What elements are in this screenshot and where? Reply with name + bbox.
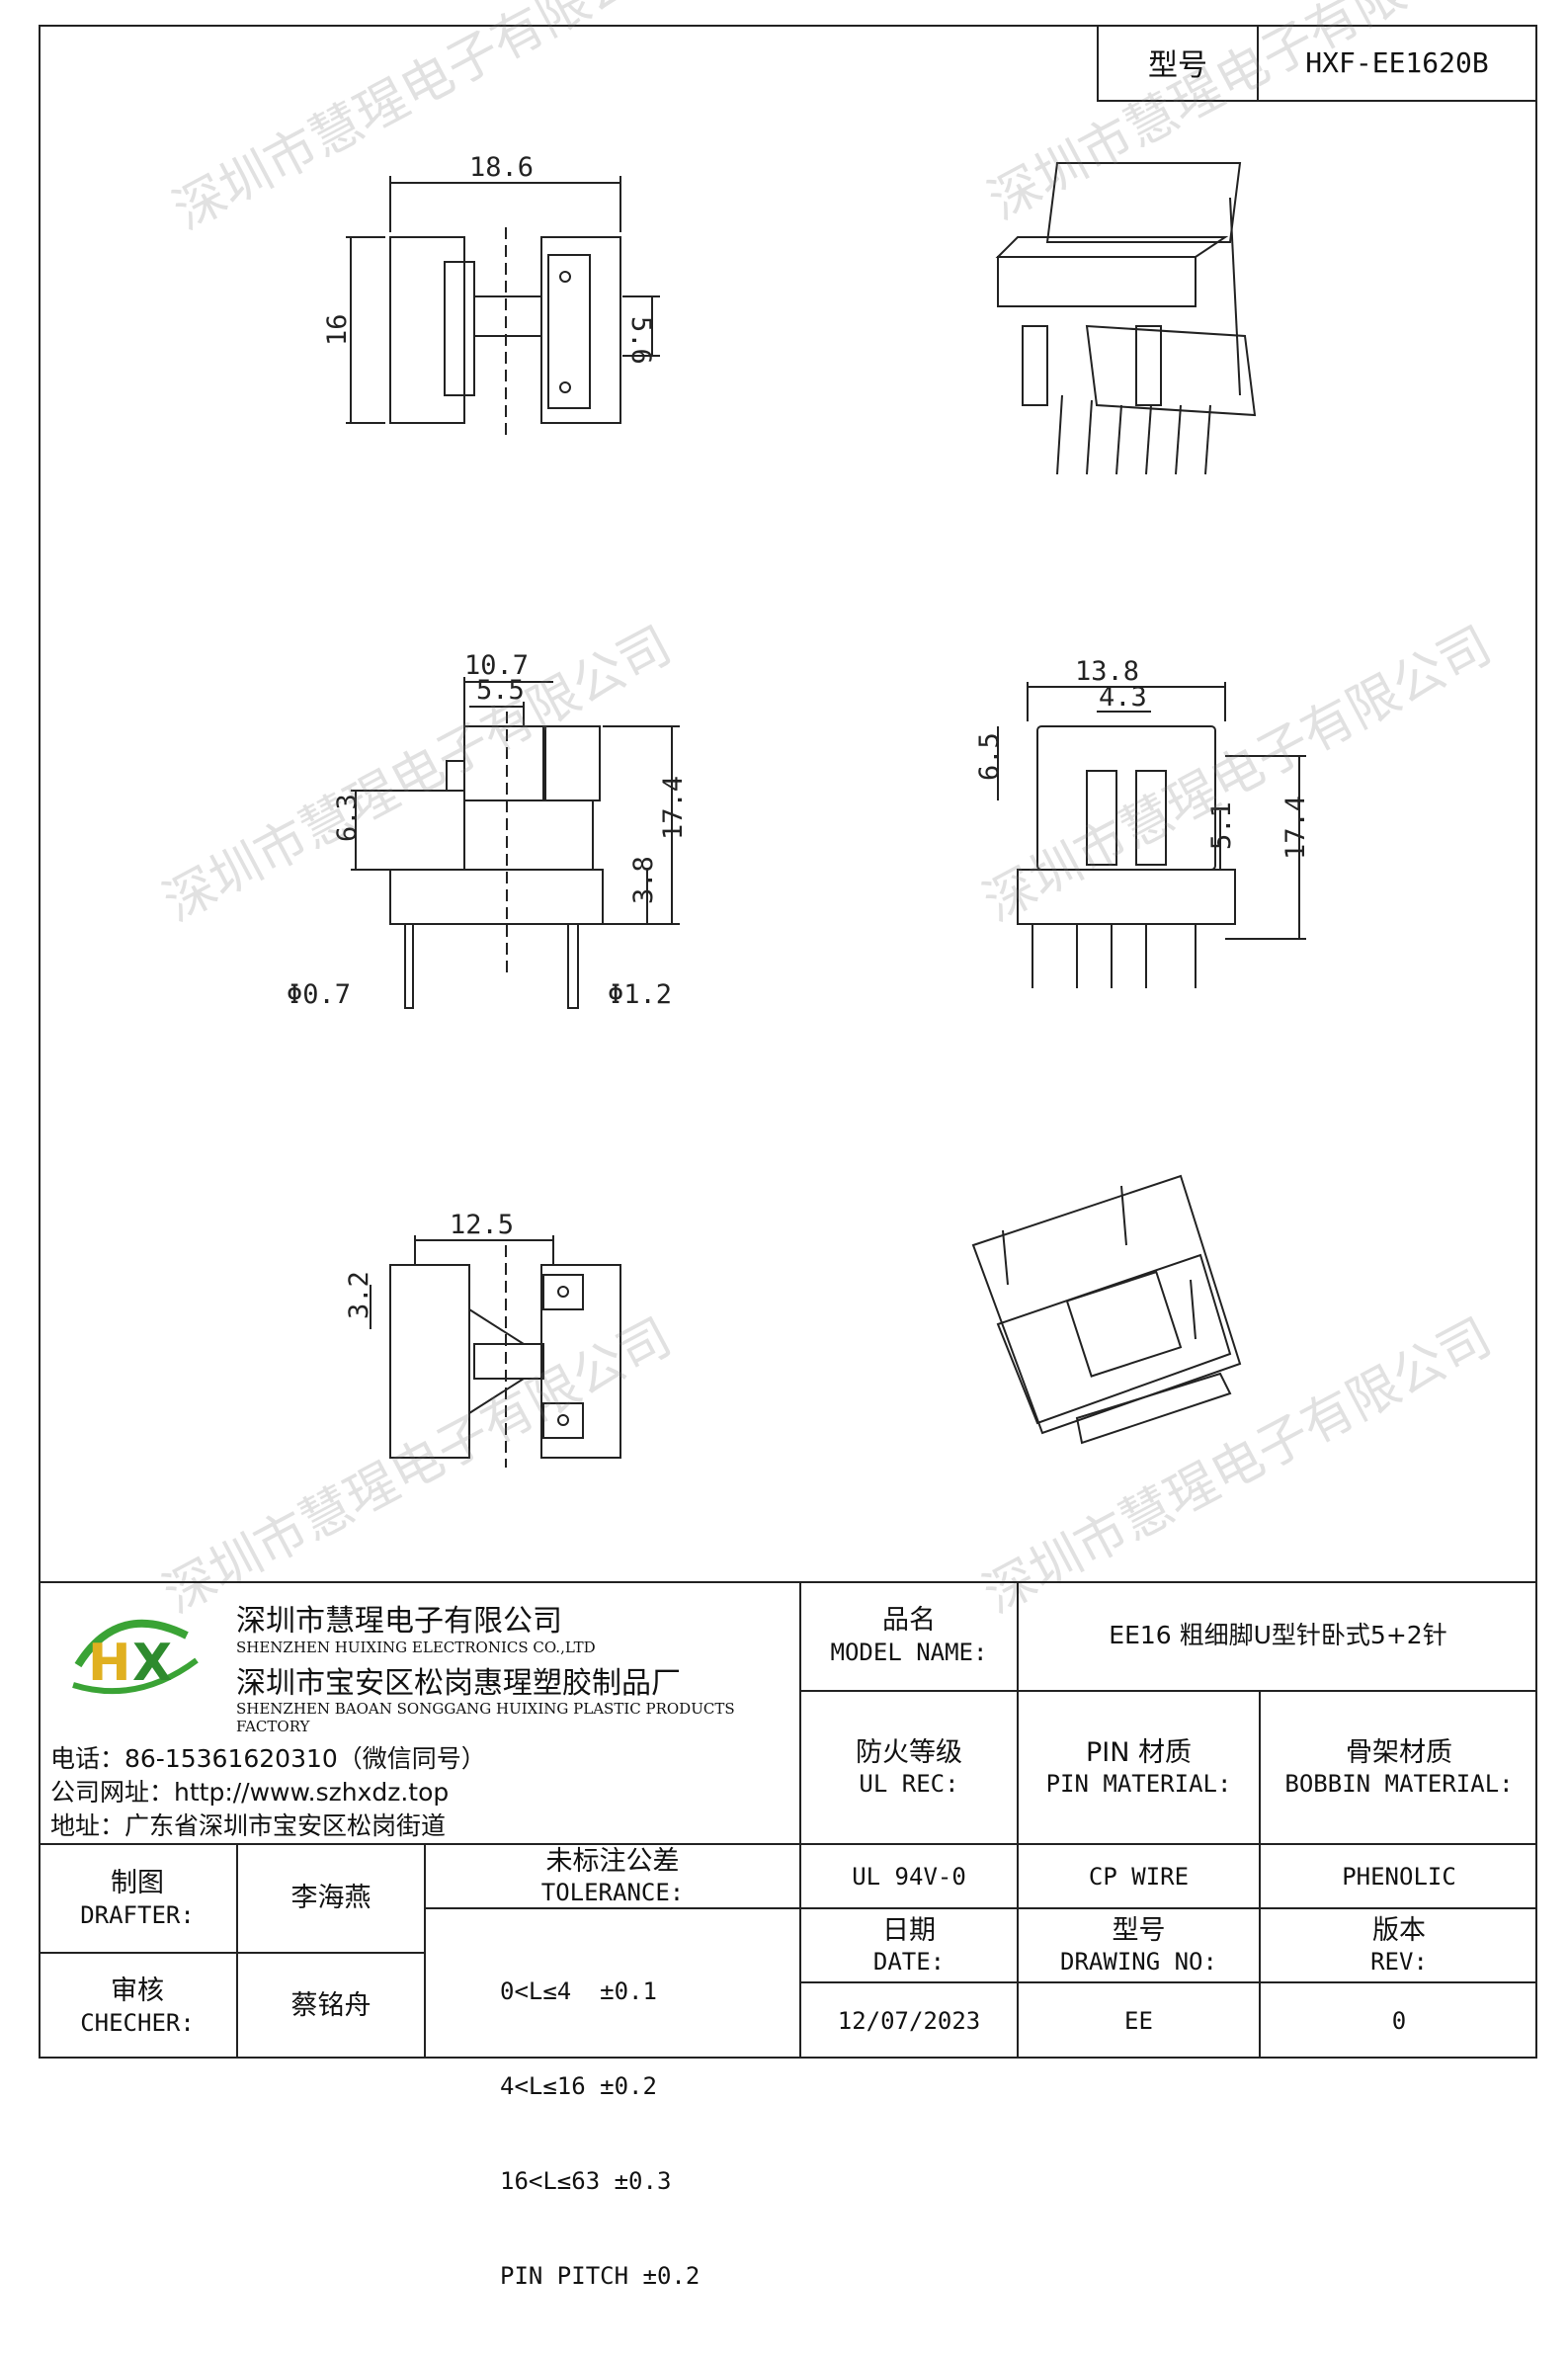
rev-en: REV: — [1370, 1948, 1428, 1977]
pin-material-label: PIN 材质 PIN MATERIAL: — [1019, 1692, 1259, 1843]
grid-line — [424, 1907, 799, 1909]
tolerance-row: PIN PITCH ±0.2 — [500, 2262, 701, 2290]
bobbin-cn: 骨架材质 — [1346, 1736, 1452, 1768]
drawing-cn: 型号 — [1112, 1914, 1166, 1946]
model-name-value: EE16 粗细脚U型针卧式5+2针 — [1109, 1621, 1447, 1650]
view-isometric-top — [995, 162, 1257, 475]
tolerance-row: 16<L≤63 ±0.3 — [500, 2167, 672, 2195]
logo-h: H — [88, 1634, 131, 1693]
model-name-label: 品名 MODEL NAME: — [801, 1581, 1017, 1690]
pin-cn: PIN 材质 — [1085, 1736, 1193, 1768]
company-address: 地址：广东省深圳市宝安区松岗街道 — [50, 1811, 447, 1840]
view-top-side: 18.6 16 5.6 10.7 5.5 6.3 3.8 17.4 Φ — [287, 152, 1311, 1468]
model-name-cn: 品名 — [882, 1605, 936, 1637]
grid-line — [39, 1952, 424, 1954]
dim-b: 16 — [322, 313, 353, 346]
dim-g: 3.8 — [628, 856, 659, 904]
bobbin-value: PHENOLIC — [1342, 1862, 1456, 1891]
dim-n: 4.3 — [1099, 682, 1147, 713]
view-isometric-bottom — [971, 1174, 1242, 1445]
ul-value: UL 94V-0 — [852, 1862, 966, 1891]
drawing-en: DRAWING NO: — [1060, 1948, 1217, 1977]
factory-name-cn: 深圳市宝安区松岗惠瑆塑胶制品厂 — [236, 1666, 681, 1701]
logo-icon: H X — [72, 1619, 199, 1695]
rev-label: 版本 REV: — [1261, 1909, 1537, 1981]
model-label: 型号 — [1099, 25, 1259, 100]
company-block: H X 深圳市慧瑆电子有限公司 SHENZHEN HUIXING ELECTRO… — [39, 1581, 799, 1843]
dim-m: 13.8 — [1075, 656, 1139, 687]
date-value: 12/07/2023 — [837, 2007, 981, 2035]
ul-cn: 防火等级 — [856, 1736, 962, 1768]
model-value: HXF-EE1620B — [1305, 45, 1489, 79]
company-website: 公司网址：http://www.szhxdz.top — [50, 1778, 450, 1807]
grid-line — [236, 1843, 238, 2059]
view-front: 10.7 5.5 6.3 3.8 17.4 Φ0.7 Φ1.2 — [287, 650, 689, 1010]
rev-cn: 版本 — [1372, 1914, 1426, 1946]
technical-drawing: 18.6 16 5.6 10.7 5.5 6.3 3.8 17.4 Φ — [287, 152, 1311, 1468]
drawing-no-value: EE — [1124, 2007, 1153, 2035]
checker-label: 审核 CHECHER: — [39, 1954, 236, 2059]
tolerance-row: 4<L≤16 ±0.2 — [500, 2072, 657, 2100]
drafter-label: 制图 DRAFTER: — [39, 1845, 236, 1952]
rev-value: 0 — [1391, 2007, 1407, 2035]
checker-en: CHECHER: — [80, 2008, 195, 2037]
logo-x: X — [132, 1634, 172, 1693]
company-logo: H X — [58, 1611, 216, 1705]
dim-i: Φ0.7 — [287, 979, 351, 1010]
drawing-no-label: 型号 DRAWING NO: — [1019, 1909, 1259, 1981]
drafter-en: DRAFTER: — [80, 1900, 195, 1929]
tolerance-cn: 未标注公差 — [545, 1845, 680, 1877]
ul-en: UL REC: — [859, 1770, 959, 1799]
drafter-cn: 制图 — [111, 1868, 164, 1899]
dim-p: 5.1 — [1206, 801, 1237, 850]
company-phone: 电话：86-15361620310（微信同号） — [50, 1744, 486, 1773]
grid-line — [424, 1843, 426, 2059]
dim-o: 17.4 — [1280, 796, 1311, 860]
grid-line — [39, 1843, 1537, 1845]
factory-name-en: SHENZHEN BAOAN SONGGANG HUIXING PLASTIC … — [236, 1700, 735, 1735]
pin-value: CP WIRE — [1088, 1862, 1190, 1891]
company-name-en: SHENZHEN HUIXING ELECTRONICS CO.,LTD — [236, 1639, 596, 1656]
dim-k: 12.5 — [450, 1210, 514, 1240]
view-side: 13.8 4.3 6.5 17.4 5.1 — [974, 656, 1311, 988]
grid-line — [799, 1581, 801, 2059]
dim-l: 3.2 — [344, 1271, 374, 1319]
pin-en: PIN MATERIAL: — [1045, 1770, 1232, 1799]
ul-label: 防火等级 UL REC: — [801, 1692, 1017, 1843]
title-block-top-border — [39, 1581, 1537, 2059]
title-block: H X 深圳市慧瑆电子有限公司 SHENZHEN HUIXING ELECTRO… — [39, 1581, 1537, 2290]
dim-r: 6.5 — [974, 732, 1005, 781]
date-label: 日期 DATE: — [801, 1909, 1017, 1981]
bobbin-material-label: 骨架材质 BOBBIN MATERIAL: — [1261, 1692, 1537, 1843]
dim-d: 10.7 — [464, 650, 529, 681]
drawing-frame — [39, 25, 1537, 2059]
tolerance-label: 未标注公差 TOLERANCE: — [426, 1845, 799, 1907]
dim-h: 17.4 — [658, 776, 689, 840]
dim-a: 18.6 — [469, 152, 534, 183]
date-cn: 日期 — [882, 1914, 936, 1946]
view-bottom: 12.5 3.2 — [344, 1210, 621, 1468]
company-name-cn: 深圳市慧瑆电子有限公司 — [236, 1604, 562, 1639]
grid-line — [799, 1981, 1537, 1983]
bobbin-en: BOBBIN MATERIAL: — [1284, 1770, 1514, 1799]
date-en: DATE: — [872, 1948, 946, 1977]
checker-value: 蔡铭舟 — [290, 1990, 371, 2022]
model-header-box: 型号 HXF-EE1620B — [1097, 25, 1537, 102]
tolerance-en: TOLERANCE: — [540, 1879, 685, 1907]
grid-line — [799, 1690, 1537, 1692]
drafter-value: 李海燕 — [290, 1883, 371, 1914]
grid-line — [799, 1907, 1537, 1909]
tolerance-list: 0<L≤4 ±0.1 4<L≤16 ±0.2 16<L≤63 ±0.3 PIN … — [426, 1912, 799, 2290]
dim-j: Φ1.2 — [608, 979, 672, 1010]
dim-e: 5.5 — [476, 675, 525, 706]
checker-cn: 审核 — [111, 1976, 164, 2007]
tolerance-row: 0<L≤4 ±0.1 — [500, 1977, 657, 2005]
grid-line — [1259, 1690, 1261, 2059]
model-name-en: MODEL NAME: — [830, 1638, 988, 1666]
grid-line — [1017, 1581, 1019, 2059]
dim-c: 5.6 — [625, 316, 656, 365]
dim-f: 6.3 — [332, 794, 363, 842]
